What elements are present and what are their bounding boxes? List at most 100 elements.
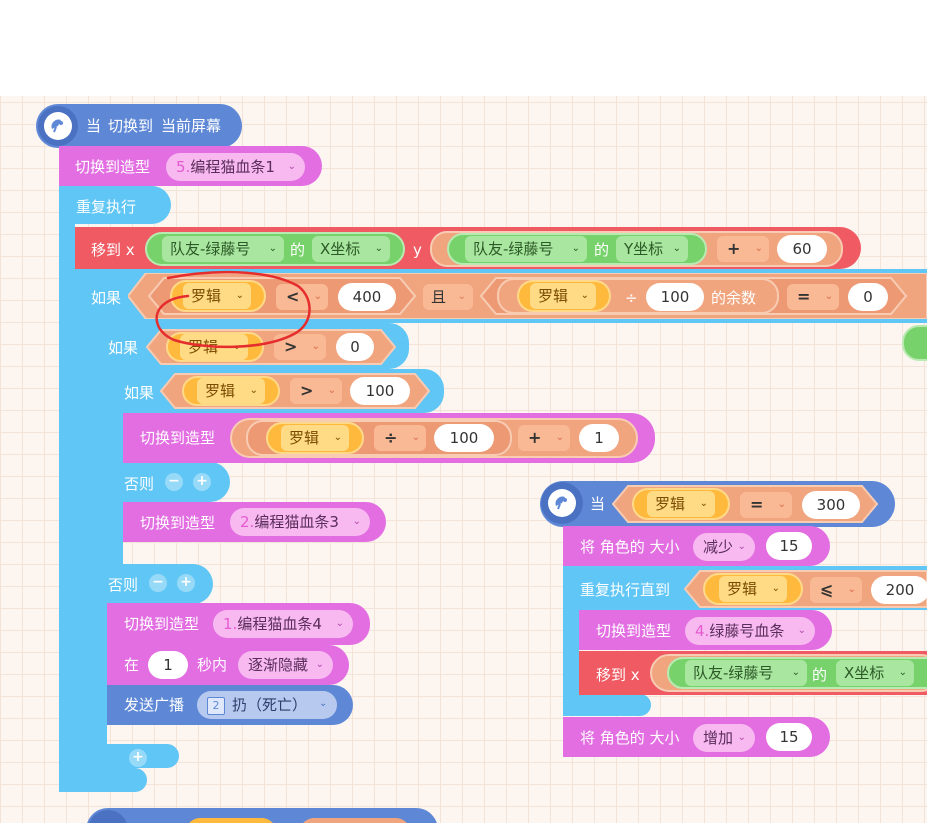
of-label: 的 (290, 241, 306, 259)
code-canvas[interactable]: 重复执行 当 切换到 当前屏幕 切换到造型 5.编程猫血条1⌄ 移到 x 队友-… (0, 96, 927, 823)
variable-dropdown-2[interactable]: 罗辑⌄ (530, 283, 596, 309)
chevron-down-icon: ⌄ (737, 541, 746, 552)
variable-dropdown-7[interactable]: 罗辑⌄ (719, 576, 787, 602)
if-inner-bottom (107, 542, 123, 564)
minus-icon[interactable]: − (149, 574, 167, 592)
number-input-300[interactable]: 300 (802, 491, 860, 519)
costume-dropdown-5[interactable]: 4.绿藤号血条⌄ (685, 617, 815, 645)
number-input-0[interactable]: 0 (336, 333, 374, 361)
size-increase-dropdown[interactable]: 增加⌄ (693, 724, 755, 752)
le-operator-dropdown[interactable]: ⩽⌄ (810, 577, 862, 603)
eq-operator-dropdown-2[interactable]: =⌄ (740, 492, 792, 518)
repeat-forever-label: 重复执行 (76, 198, 137, 216)
event-when-label: 当 (86, 117, 102, 135)
size-decrease-dropdown[interactable]: 减少⌄ (693, 533, 755, 561)
chevron-down-icon: ⌄ (754, 243, 763, 254)
chevron-down-icon: ⌄ (327, 385, 336, 396)
chevron-down-icon: ⌄ (771, 583, 780, 594)
switch-costume-label: 切换到造型 (140, 514, 216, 532)
chevron-down-icon: ⌄ (315, 659, 324, 670)
chevron-down-icon: ⌄ (249, 385, 258, 396)
repeat-until-label: 重复执行直到 (580, 581, 671, 599)
number-input-100[interactable]: 100 (350, 377, 410, 405)
else-middle-bar (107, 564, 213, 604)
size-label: 将 角色的 大小 (580, 538, 680, 556)
broadcast-label: 发送广播 (124, 696, 185, 714)
sprite-dropdown-x-2[interactable]: 队友-绿藤号⌄ (685, 660, 807, 686)
chevron-down-icon: ⌄ (374, 243, 383, 254)
else-inner-bar (107, 462, 230, 502)
chevron-down-icon: ⌄ (352, 516, 361, 527)
chevron-down-icon: ⌄ (235, 290, 244, 301)
chevron-down-icon: ⌄ (411, 432, 420, 443)
move-x-label: 移到 x (596, 666, 640, 684)
chevron-down-icon: ⌄ (555, 432, 564, 443)
chevron-down-icon: ⌄ (313, 291, 322, 302)
event2-when-label: 当 (590, 495, 606, 513)
repeat-until-bottom (563, 694, 651, 716)
sprite-dropdown-y[interactable]: 队友-绿藤号⌄ (465, 236, 587, 262)
sensing-pill-offscreen[interactable] (902, 325, 927, 361)
satellite-icon (541, 482, 583, 524)
and-dropdown[interactable]: 且⌄ (423, 284, 473, 310)
eq-operator-dropdown[interactable]: =⌄ (787, 284, 839, 310)
costume-dropdown-4[interactable]: 1.编程猫血条4⌄ (213, 610, 353, 638)
gt-operator-dropdown-1[interactable]: >⌄ (274, 334, 326, 360)
chevron-down-icon: ⌄ (699, 498, 708, 509)
of-label: 的 (812, 666, 828, 684)
broadcast-message-text: 扔（死亡） (232, 696, 308, 714)
number-input-0-mod[interactable]: 0 (848, 283, 888, 311)
if-label-middle: 如果 (108, 339, 139, 357)
chevron-down-icon: ⌄ (824, 291, 833, 302)
variable-dropdown-6[interactable]: 罗辑⌄ (647, 491, 715, 517)
size-label: 将 角色的 大小 (580, 729, 680, 747)
plus-operator-dropdown-2[interactable]: +⌄ (518, 425, 570, 451)
number-input-400[interactable]: 400 (338, 283, 396, 311)
number-input-60[interactable]: 60 (777, 235, 827, 263)
repeat-forever-block[interactable] (59, 186, 171, 224)
partial-variable-bottom (186, 818, 276, 823)
x-coord-dropdown[interactable]: X坐标⌄ (312, 236, 390, 262)
x-coord-dropdown-2[interactable]: X坐标⌄ (836, 660, 914, 686)
fade-effect-dropdown[interactable]: 逐渐隐藏⌄ (238, 651, 333, 679)
costume-dropdown-3[interactable]: 2.编程猫血条3⌄ (230, 508, 370, 536)
fade-in-label: 在 (124, 656, 140, 674)
plus-icon[interactable]: + (193, 473, 211, 491)
variable-dropdown-1[interactable]: 罗辑⌄ (183, 283, 251, 309)
if-label-inner: 如果 (124, 384, 155, 402)
plus-operator-dropdown[interactable]: +⌄ (717, 236, 769, 262)
chevron-down-icon: ⌄ (287, 161, 296, 172)
chevron-down-icon: ⌄ (319, 698, 328, 709)
minus-icon[interactable]: − (165, 473, 183, 491)
number-input-200[interactable]: 200 (871, 576, 927, 604)
gt-operator-dropdown-2[interactable]: >⌄ (290, 378, 342, 404)
chevron-down-icon: ⌄ (335, 618, 344, 629)
div-operator-dropdown[interactable]: ÷⌄ (374, 425, 426, 451)
switch-costume-label: 切换到造型 (124, 615, 200, 633)
y-coord-dropdown[interactable]: Y坐标⌄ (616, 236, 688, 262)
number-input-15-increase[interactable]: 15 (766, 723, 812, 751)
variable-dropdown-5[interactable]: 罗辑⌄ (281, 425, 349, 451)
chevron-down-icon: ⌄ (268, 243, 277, 254)
event-switch-label: 切换到 (108, 117, 154, 135)
costume-dropdown-1[interactable]: 5.编程猫血条1⌄ (166, 153, 305, 181)
satellite-icon (88, 810, 128, 823)
number-input-1-add[interactable]: 1 (579, 424, 619, 452)
switch-costume-label: 切换到造型 (140, 429, 216, 447)
sprite-dropdown-x[interactable]: 队友-绿藤号⌄ (162, 236, 284, 262)
number-input-1-seconds[interactable]: 1 (148, 651, 188, 679)
repeat-until-arm (563, 566, 579, 716)
move-x-label: 移到 x (91, 241, 135, 259)
number-input-100-div[interactable]: 100 (434, 424, 494, 452)
if-middle-arm (91, 323, 107, 744)
partial-operator-bottom (300, 818, 410, 823)
plus-icon[interactable]: + (177, 574, 195, 592)
variable-dropdown-4[interactable]: 罗辑⌄ (197, 378, 265, 404)
event-screen-label: 当前屏幕 (161, 117, 222, 135)
chevron-down-icon: ⌄ (457, 291, 466, 302)
add-branch-plus-icon[interactable]: + (129, 749, 147, 767)
number-input-15-decrease[interactable]: 15 (766, 532, 812, 560)
number-input-100-mod[interactable]: 100 (646, 283, 704, 311)
if-label-outer: 如果 (91, 289, 122, 307)
satellite-icon (38, 106, 78, 146)
